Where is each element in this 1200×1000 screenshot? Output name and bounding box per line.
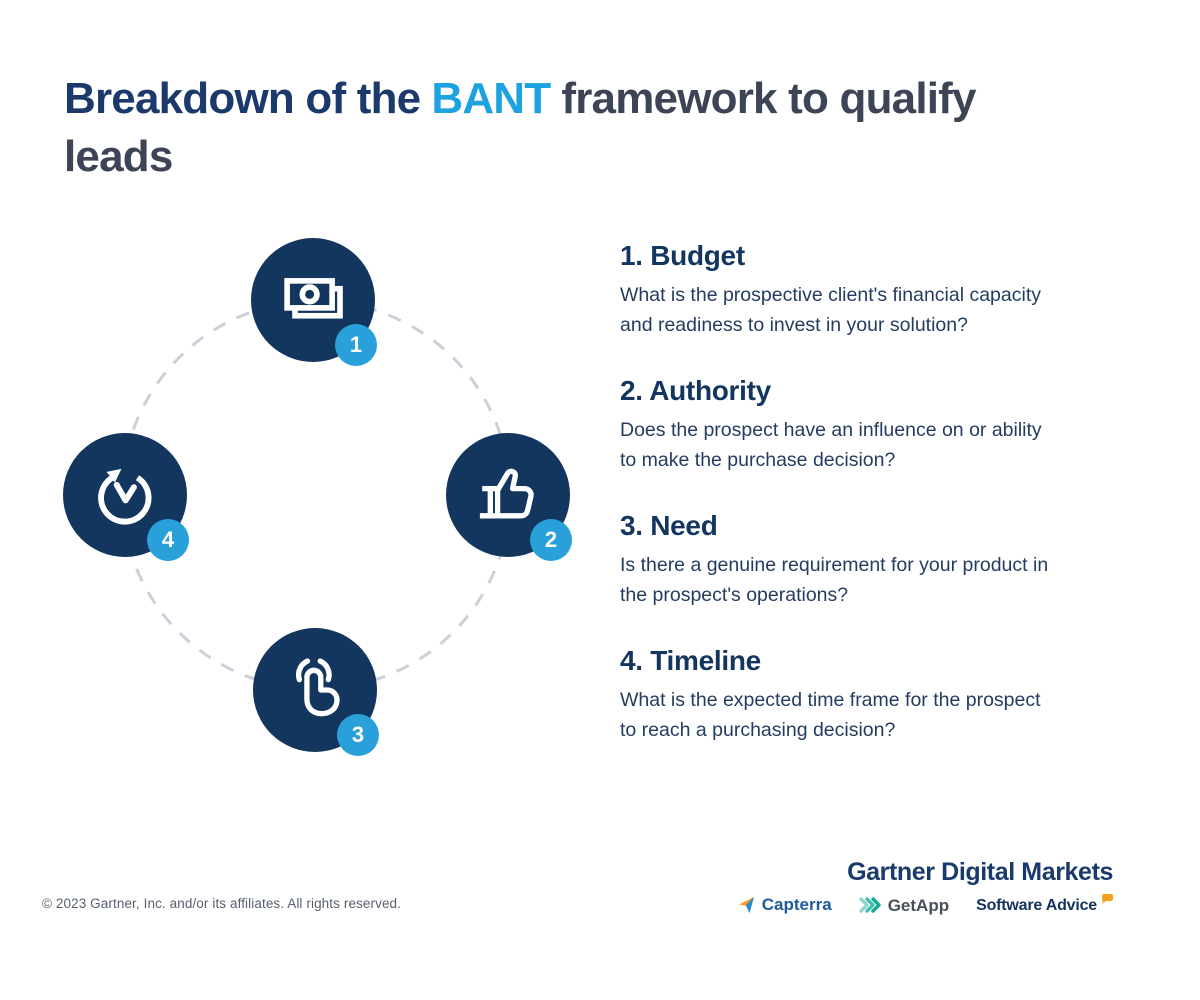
section-budget-heading: 1. Budget [620,240,745,271]
title-highlight-bant: BANT [431,74,551,123]
banknote-icon [284,278,343,319]
step-badge-2: 2 [530,519,572,561]
step-badge-4: 4 [147,519,189,561]
brand-block: Gartner Digital Markets Capterra GetA [738,857,1113,914]
title-line2: leads [64,132,173,181]
capterra-logo: Capterra [738,895,832,914]
getapp-icon [859,896,881,913]
software-advice-logo: Software Advice [976,893,1113,914]
node-authority: 2 [446,433,572,561]
title-part2: framework to qualify [561,74,976,123]
section-timeline-body: What is the expected time frame for the … [620,689,1041,741]
thumbs-up-icon [479,468,534,519]
getapp-wordmark: GetApp [887,895,950,915]
tap-icon [296,658,340,717]
section-budget-body: What is the prospective client's financi… [620,284,1042,336]
getapp-logo: GetApp [859,897,949,914]
timer-icon [98,468,152,525]
section-authority-body: Does the prospect have an influence on o… [620,419,1042,471]
node-timeline: 4 [63,433,189,561]
capterra-icon [738,897,754,913]
section-need-body: Is there a genuine requirement for your … [620,554,1049,606]
software-advice-wordmark: Software Advice [976,896,1097,914]
section-authority: 2. Authority Does the prospect have an i… [620,375,1132,475]
section-timeline: 4. Timeline What is the expected time fr… [620,645,1132,745]
brand-logos-row: Capterra GetApp Software Advice [738,893,1113,914]
section-need: 3. Need Is there a genuine requirement f… [620,510,1132,610]
title-part1: Breakdown of the [64,74,421,123]
step-badge-3: 3 [337,714,379,756]
step-badge-1: 1 [335,324,377,366]
section-budget: 1. Budget What is the prospective client… [620,240,1132,340]
copyright-text: © 2023 Gartner, Inc. and/or its affiliat… [42,896,402,911]
bant-cycle-diagram: 1 2 3 [0,220,620,790]
software-advice-icon [1102,893,1113,904]
node-budget: 1 [251,238,377,366]
capterra-wordmark: Capterra [761,895,832,914]
node-need: 3 [253,628,379,756]
section-timeline-heading: 4. Timeline [620,645,761,676]
section-authority-heading: 2. Authority [620,375,771,406]
section-need-heading: 3. Need [620,510,718,541]
brand-wordmark: Gartner Digital Markets [847,858,1113,886]
